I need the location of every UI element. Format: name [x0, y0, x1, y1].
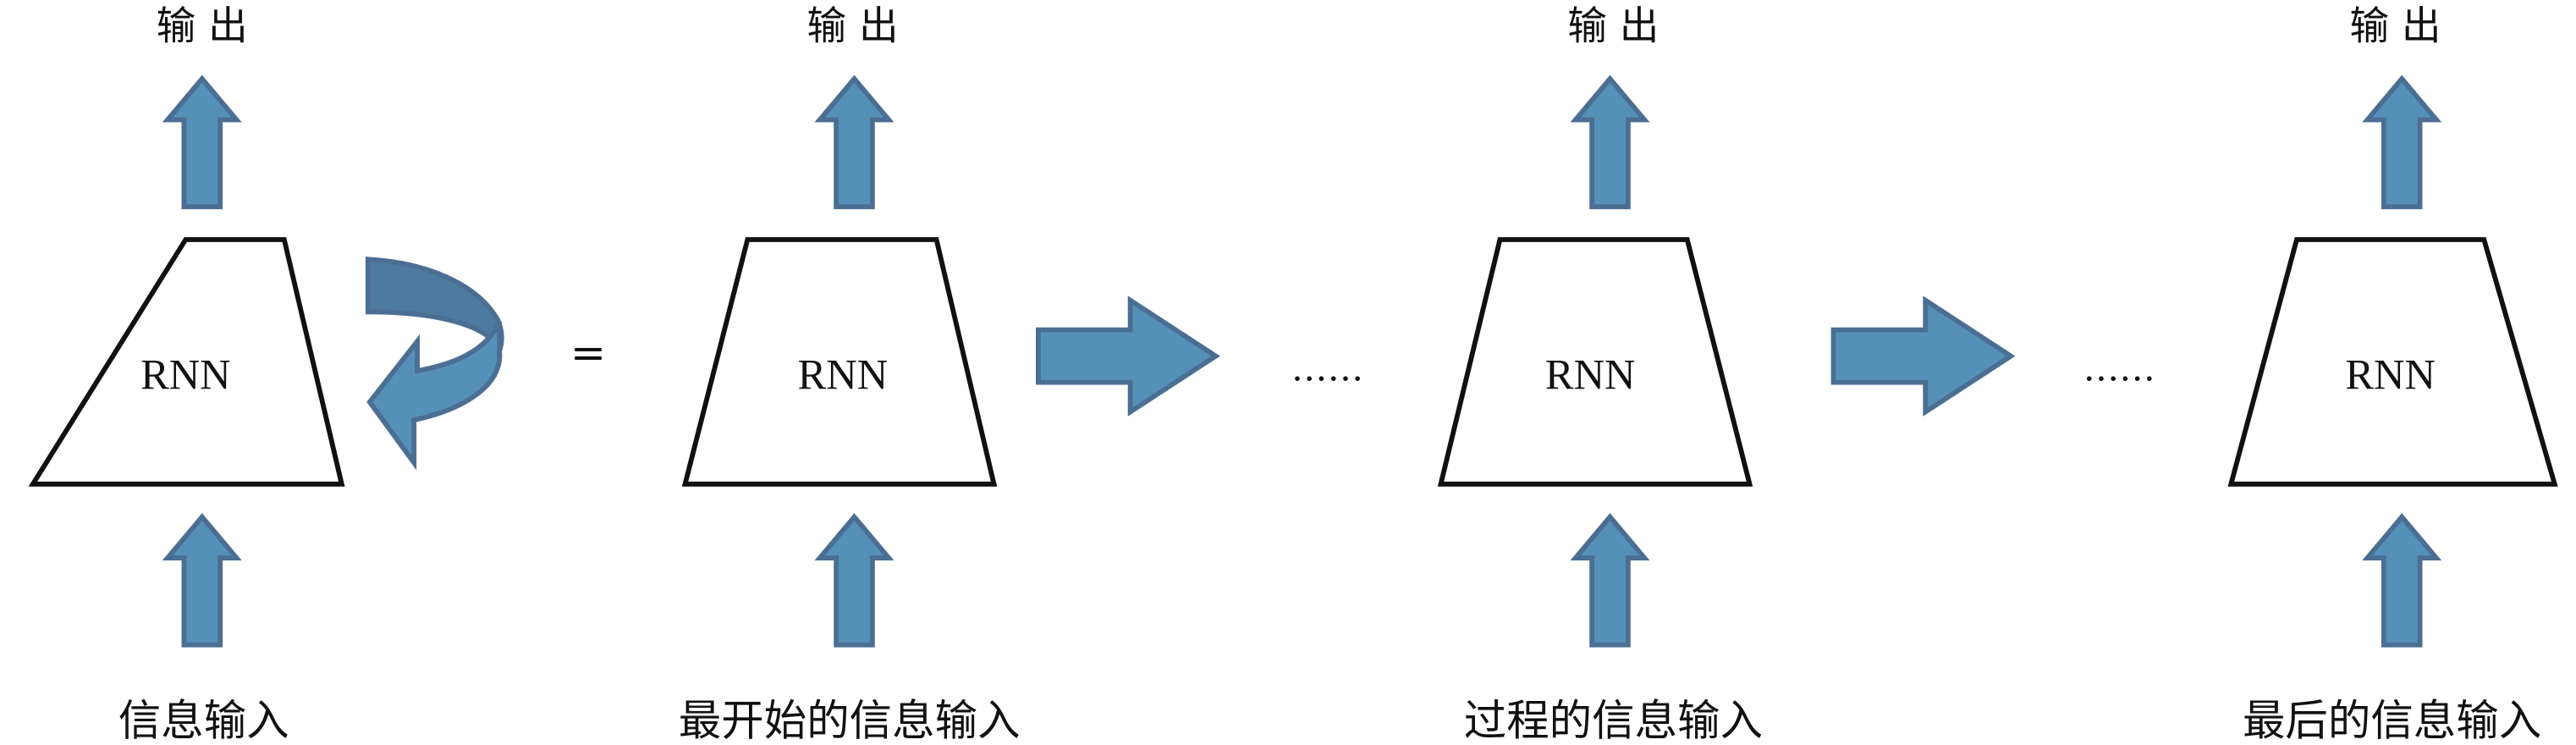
output-arrow-icon: [168, 79, 237, 207]
block-first-step: 输 出 RNN 最开始的信息输入: [679, 3, 1021, 745]
rnn-node-label: RNN: [798, 350, 889, 398]
ellipsis: ……: [1291, 348, 1363, 390]
rnn-node-label: RNN: [2345, 350, 2436, 398]
output-arrow-icon: [2367, 79, 2436, 207]
block-middle-step: 输 出 RNN 过程的信息输入: [1437, 3, 1763, 745]
rnn-node: [28, 237, 345, 487]
block-folded: 输 出 RNN 信息输入: [28, 3, 504, 745]
step-arrow-icon: [1834, 301, 2012, 412]
rnn-node: [681, 237, 998, 487]
input-arrow-icon: [1576, 517, 1645, 645]
recurrent-loop-arrow-icon: [365, 257, 504, 471]
input-arrow-icon: [820, 517, 889, 645]
output-label: 输 出: [807, 3, 899, 49]
block-last-step: 输 出 RNN 最后的信息输入: [2227, 3, 2558, 745]
output-label: 输 出: [1567, 3, 1659, 49]
output-label: 输 出: [157, 3, 248, 49]
output-arrow-icon: [820, 79, 889, 207]
input-arrow-icon: [168, 517, 237, 645]
input-label: 最开始的信息输入: [679, 695, 1021, 745]
equals-sign: =: [570, 328, 606, 378]
input-label: 过程的信息输入: [1464, 695, 1763, 745]
rnn-node: [2227, 237, 2558, 487]
rnn-node-label: RNN: [140, 350, 231, 398]
output-label: 输 出: [2349, 3, 2441, 49]
rnn-node-label: RNN: [1545, 350, 1636, 398]
output-arrow-icon: [1576, 79, 1645, 207]
input-label: 最后的信息输入: [2243, 695, 2541, 745]
ellipsis: ……: [2083, 348, 2155, 390]
input-arrow-icon: [2367, 517, 2436, 645]
step-arrow-icon: [1038, 301, 1216, 412]
rnn-node: [1437, 237, 1753, 487]
input-label: 信息输入: [118, 695, 289, 745]
